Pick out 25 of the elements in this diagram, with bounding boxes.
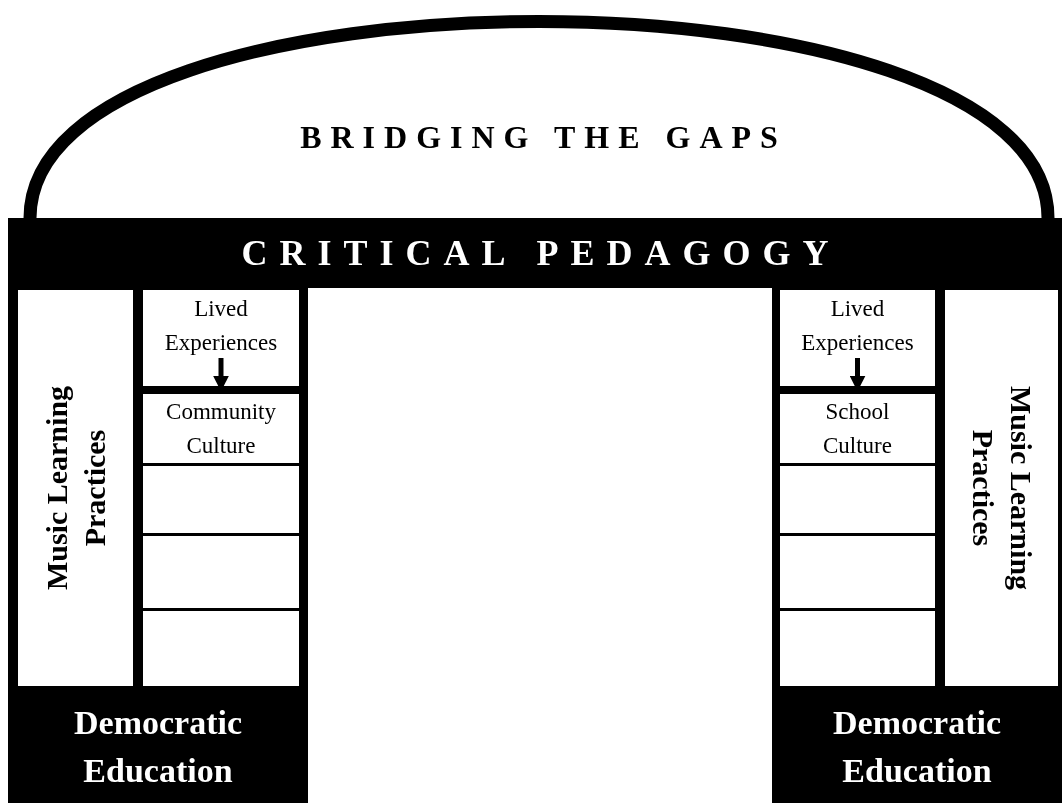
empty-cell: [780, 611, 935, 686]
empty-cell: [780, 466, 935, 533]
empty-cell: [143, 611, 299, 686]
heading: BRIDGING THE GAPS: [299, 118, 787, 156]
pillar-cell: [780, 290, 935, 386]
label-text: Lived Experiences: [163, 295, 279, 357]
label-text: Music Learning Practices: [965, 384, 1039, 593]
base-block: [8, 690, 308, 803]
label-text: Democratic Education: [73, 702, 243, 791]
base-block: [772, 690, 1062, 803]
pillar-cell: [143, 394, 299, 463]
label-text: Community Culture: [165, 397, 277, 460]
pillar-cell: [780, 394, 935, 463]
title-bar: [8, 218, 1062, 288]
empty-cell: [143, 466, 299, 533]
label-text: Music Learning Practices: [38, 384, 112, 593]
label-text: Lived Experiences: [800, 295, 915, 357]
label-text: Democratic Education: [832, 702, 1002, 791]
heading: CRITICAL PEDAGOGY: [240, 232, 841, 274]
pillar-panel: [945, 290, 1058, 686]
label-text: School Culture: [822, 397, 893, 460]
empty-cell: [780, 536, 935, 608]
pillar-cell: [143, 290, 299, 386]
pillar-panel: [18, 290, 133, 686]
empty-cell: [143, 536, 299, 608]
